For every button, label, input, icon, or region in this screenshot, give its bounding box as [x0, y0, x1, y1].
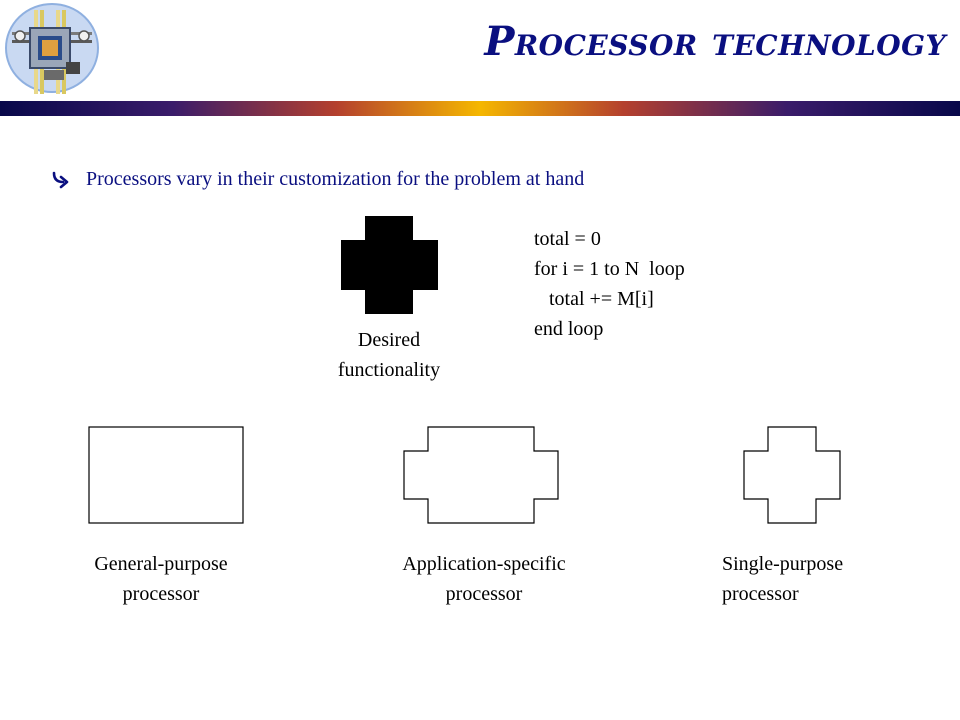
single-purpose-label-line1: Single-purpose — [722, 553, 844, 575]
general-purpose-label-line2: processor — [122, 583, 200, 605]
general-purpose-processor-shape — [88, 426, 244, 524]
desired-label-line2: functionality — [337, 359, 441, 381]
code-line: total = 0 — [534, 228, 601, 250]
general-purpose-label-line1: General-purpose — [94, 553, 228, 575]
general-purpose-processor-label: General-purpose processor — [66, 549, 256, 609]
code-line: for i = 1 to N loop — [534, 258, 685, 280]
desired-functionality-shape — [341, 216, 438, 314]
application-specific-label-line2: processor — [445, 583, 523, 605]
code-snippet: total = 0 for i = 1 to N loop total += M… — [534, 224, 685, 344]
desired-functionality-label: Desired functionality — [316, 325, 462, 385]
bullet-text: Processors vary in their customization f… — [86, 168, 585, 190]
curved-arrow-bullet-icon — [52, 171, 69, 188]
single-purpose-processor-shape — [743, 426, 841, 524]
code-line: end loop — [534, 318, 604, 340]
bullet-item: Processors vary in their customization f… — [50, 168, 584, 191]
single-purpose-processor-label: Single-purpose processor — [712, 549, 878, 609]
chip-logo-icon — [5, 3, 99, 94]
slide-title: Processor technology — [484, 18, 946, 65]
code-line: total += M[i] — [534, 288, 654, 310]
desired-label-line1: Desired — [357, 329, 421, 351]
title-divider-bar — [0, 101, 960, 116]
application-specific-label-line1: Application-specific — [402, 553, 566, 575]
application-specific-processor-label: Application-specific processor — [370, 549, 598, 609]
single-purpose-label-line2: processor — [722, 583, 799, 605]
application-specific-processor-shape — [403, 426, 559, 524]
